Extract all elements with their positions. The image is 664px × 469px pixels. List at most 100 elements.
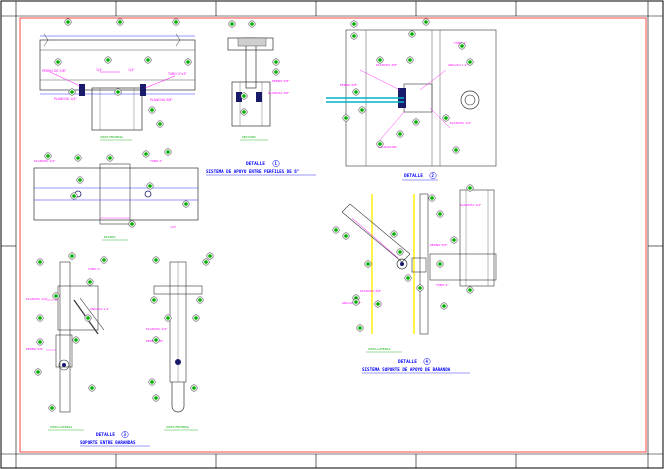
callout-marker-dot: [406, 276, 410, 280]
callout-marker-dot: [150, 380, 154, 384]
svg-text:VISTA LATERAL: VISTA LATERAL: [368, 347, 391, 351]
svg-text:PLANCHA 3/8": PLANCHA 3/8": [360, 289, 382, 293]
callout-marker-dot: [398, 132, 402, 136]
svg-text:ANGULO L 2": ANGULO L 2": [90, 307, 110, 311]
callout-marker-dot: [38, 260, 42, 264]
callout-marker-dot: [184, 202, 188, 206]
callout-marker-dot: [154, 396, 158, 400]
detail-3-side-view: TUBO 2"PLANCHA 1/4" ANGULO L 2"PERNO 5/8…: [26, 261, 110, 431]
svg-text:SOLDADURA: SOLDADURA: [378, 145, 398, 149]
detail-1-subtitle: SISTEMA DE APOYO ENTRE PERFILES DE 6": [206, 169, 300, 174]
svg-text:ANGULO L 2": ANGULO L 2": [342, 301, 362, 305]
callout-marker-dot: [70, 90, 74, 94]
svg-text:PLANTA: PLANTA: [104, 235, 116, 239]
callout-marker-dot: [354, 90, 358, 94]
svg-text:PLANCHA 1/4": PLANCHA 1/4": [146, 327, 168, 331]
svg-text:PLANCHA 1/4": PLANCHA 1/4": [54, 97, 77, 101]
detail-3-label: DETALLE 3 SOPORTE ENTRE BARANDAS: [80, 431, 150, 447]
callout-marker-dot: [378, 142, 382, 146]
svg-text:SECCION: SECCION: [242, 135, 255, 139]
svg-text:VISTA FRONTAL: VISTA FRONTAL: [166, 425, 190, 429]
callout-marker-dot: [344, 116, 348, 120]
callout-marker-dot: [154, 258, 158, 262]
callout-marker-dot: [274, 70, 278, 74]
callout-marker-dot: [150, 108, 154, 112]
callout-marker-dot: [438, 212, 442, 216]
callout-marker-dot: [468, 60, 472, 64]
callout-marker-dot: [274, 60, 278, 64]
svg-text:TUBO 2": TUBO 2": [149, 159, 163, 163]
detail-1-label: DETALLE 1 SISTEMA DE APOYO ENTRE PERFILE…: [206, 160, 316, 176]
callout-marker-dot: [410, 32, 414, 36]
svg-text:PLANCHA 3/8": PLANCHA 3/8": [268, 91, 290, 95]
svg-text:PLANCHA 3/8": PLANCHA 3/8": [376, 63, 398, 67]
callout-marker-dot: [194, 316, 198, 320]
callout-marker-dot: [366, 262, 370, 266]
svg-text:PERNO 5/8": PERNO 5/8": [430, 243, 448, 247]
svg-text:VISTA LATERAL: VISTA LATERAL: [50, 425, 73, 429]
detail-1-number: 1: [275, 161, 278, 166]
callout-marker-dot: [38, 340, 42, 344]
callout-marker-dot: [186, 60, 190, 64]
callout-marker-dot: [166, 150, 170, 154]
callout-marker-dot: [242, 110, 246, 114]
callout-marker-dot: [158, 122, 162, 126]
detail-1-title: DETALLE: [246, 161, 265, 167]
svg-text:TUBO 2": TUBO 2": [435, 283, 449, 287]
callout-marker-dot: [50, 406, 54, 410]
callout-marker-dot: [230, 22, 234, 26]
detail-3-title: DETALLE: [96, 432, 115, 438]
callout-marker-dot: [54, 294, 58, 298]
callout-marker-dot: [354, 300, 358, 304]
detail-2-number: 2: [432, 173, 435, 178]
callout-marker-dot: [108, 156, 112, 160]
detail-4-subtitle: SISTEMA SOPORTE DE APOYO DE BARANDA: [362, 367, 451, 372]
callout-marker-dot: [102, 258, 106, 262]
svg-text:PLANCHA 1/4": PLANCHA 1/4": [450, 121, 472, 125]
callout-marker-dot: [78, 178, 82, 182]
svg-text:PLANCHA 1/4": PLANCHA 1/4": [460, 203, 482, 207]
callout-marker-dot: [352, 34, 356, 38]
detail-4-drawing: PLANCHA 3/8" TUBO 2" PERNO 5/8" ANGULO L 2…: [341, 189, 497, 353]
svg-text:PLANCHA 3/8": PLANCHA 3/8": [150, 98, 173, 102]
callout-marker-dot: [208, 254, 212, 258]
callout-marker-dot: [204, 260, 208, 264]
callout-marker-dot: [106, 58, 110, 62]
callout-marker-dot: [438, 262, 442, 266]
callout-marker-dot: [74, 338, 78, 342]
annotation-markers: [34, 18, 474, 412]
callout-marker-dot: [198, 298, 202, 302]
detail-1-beam-elevation: PERNO DE 5/8" 1/4"1/4" TUBO 2"x3" PLANCH…: [39, 33, 196, 141]
svg-text:VISTA FRONTAL: VISTA FRONTAL: [100, 135, 124, 139]
detail-2-title: DETALLE: [404, 173, 423, 179]
callout-marker-dot: [152, 298, 156, 302]
callout-marker-dot: [358, 326, 362, 330]
callout-marker-dot: [148, 184, 152, 188]
callout-marker-dot: [454, 148, 458, 152]
callout-marker-dot: [452, 238, 456, 242]
svg-text:1/4": 1/4": [96, 68, 103, 72]
callout-marker-dot: [334, 228, 338, 232]
svg-text:PLANCHA 1/4": PLANCHA 1/4": [34, 159, 56, 163]
detail-4-number: 4: [426, 359, 429, 364]
callout-marker-dot: [424, 20, 428, 24]
callout-marker-dot: [72, 194, 76, 198]
callout-marker-dot: [344, 234, 348, 238]
callout-marker-dot: [56, 60, 60, 64]
svg-text:TUBO 2": TUBO 2": [453, 41, 467, 45]
callout-marker-dot: [408, 58, 412, 62]
callout-marker-dot: [444, 116, 448, 120]
detail-3-subtitle: SOPORTE ENTRE BARANDAS: [80, 440, 136, 445]
callout-marker-dot: [38, 316, 42, 320]
detail-2-label: DETALLE 2: [402, 172, 438, 181]
callout-marker-dot: [116, 90, 120, 94]
callout-marker-dot: [468, 186, 472, 190]
callout-marker-dot: [46, 154, 50, 158]
svg-text:1/4": 1/4": [128, 68, 135, 72]
callout-marker-dot: [460, 44, 464, 48]
callout-marker-dot: [174, 20, 178, 24]
callout-marker-dot: [86, 316, 90, 320]
svg-text:TUBO 2": TUBO 2": [87, 267, 101, 271]
callout-marker-dot: [352, 22, 356, 26]
